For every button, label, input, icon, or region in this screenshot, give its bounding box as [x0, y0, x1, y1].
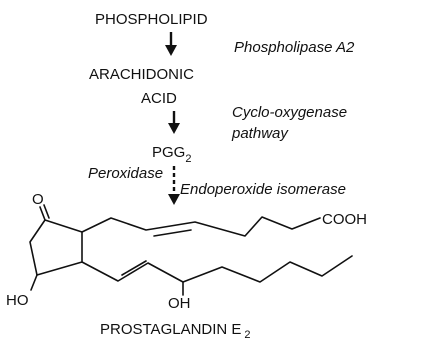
- prostaglandin-e2-structure: O COOH HO OH: [6, 191, 367, 312]
- acid-label: ACID: [141, 90, 177, 107]
- chain-oh-label: OH: [168, 295, 191, 312]
- ring-ho-label: HO: [6, 292, 29, 309]
- cyclooxygenase-label: Cyclo-oxygenase: [232, 104, 347, 121]
- ring-ho-bond: [30, 274, 38, 291]
- arrow-arachidonic-to-pgg2: [168, 111, 180, 134]
- cyclopentane-ring: [29, 219, 83, 276]
- phospholipid-label: PHOSPHOLIPID: [95, 11, 208, 28]
- omega-chain-double-bond: [121, 260, 147, 276]
- arachidonic-label: ARACHIDONIC: [89, 66, 194, 83]
- ketone-oxygen-label: O: [32, 191, 44, 208]
- pathway-label: pathway: [231, 125, 289, 142]
- endoperoxide-isomerase-label: Endoperoxide isomerase: [180, 181, 346, 198]
- alpha-chain: [81, 216, 321, 237]
- omega-chain: [81, 255, 353, 283]
- pgg2-label: PGG2: [152, 144, 191, 165]
- arrow-phospholipid-to-arachidonic: [165, 32, 177, 56]
- arrow-pgg2-to-prostaglandin: [168, 166, 180, 205]
- alpha-chain-double-bond: [153, 229, 192, 237]
- phospholipase-a2-label: Phospholipase A2: [234, 39, 355, 56]
- ketone-double-bond-a: [39, 206, 46, 221]
- ketone-double-bond-b: [43, 204, 50, 219]
- peroxidase-label: Peroxidase: [88, 165, 163, 182]
- cooh-label: COOH: [322, 211, 367, 228]
